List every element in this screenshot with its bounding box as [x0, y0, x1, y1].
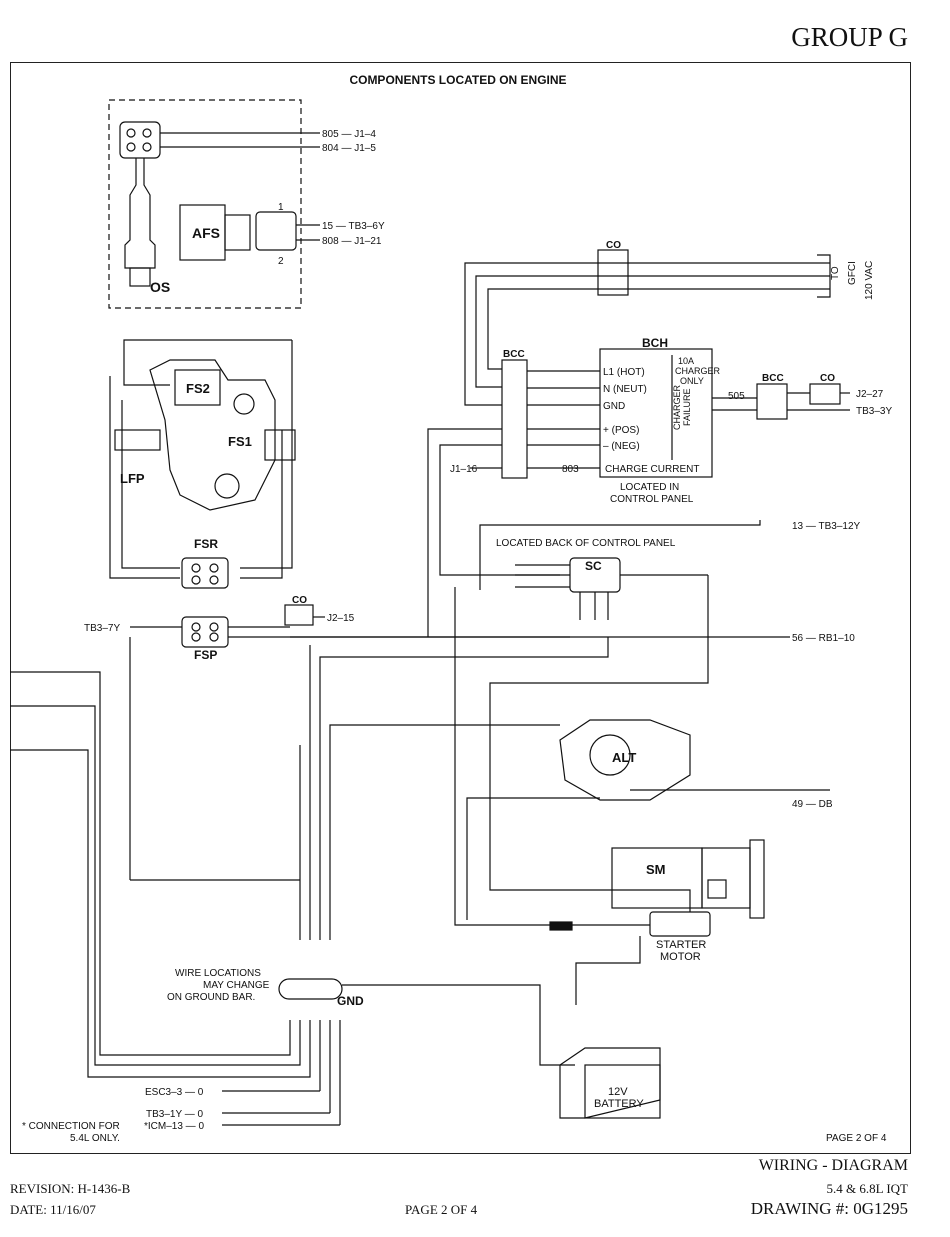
ground-bar: [278, 978, 343, 1000]
wire-803: 803: [562, 464, 579, 475]
gfci-label-1: TO: [830, 266, 841, 280]
icm-13-label: *ICM–13 — 0: [144, 1121, 204, 1132]
wire-805: 805 — J1–4: [322, 129, 376, 140]
revision-label: REVISION: H-1436-B: [10, 1181, 131, 1196]
gnd-terminal-label: GND: [603, 401, 625, 412]
battery-label-2: BATTERY: [594, 1098, 644, 1110]
drawing-frame: [10, 62, 911, 1154]
wire-locations-1: WIRE LOCATIONS: [175, 968, 261, 979]
starter-motor-label-1: STARTER: [656, 939, 706, 951]
connection-note-1: * CONNECTION FOR: [22, 1121, 120, 1132]
pin-2-label: 2: [278, 256, 284, 267]
group-title: GROUP G: [791, 22, 908, 52]
os-connector: [119, 121, 161, 159]
pin-1-label: 1: [278, 202, 284, 213]
tb3-3y-label: TB3–3Y: [856, 406, 892, 417]
page-inner-label: PAGE 2 OF 4: [826, 1133, 887, 1144]
sm-body: [611, 847, 703, 909]
starter-motor-label-2: MOTOR: [660, 951, 701, 963]
esc3-3-label: ESC3–3 — 0: [145, 1087, 204, 1098]
co-label-top: CO: [606, 240, 621, 251]
charge-current-label: CHARGE CURRENT: [605, 464, 699, 475]
charger-only-2: CHARGER: [675, 366, 721, 376]
afs-label: AFS: [192, 225, 220, 241]
fs2-label: FS2: [186, 381, 210, 396]
j2-15-label: J2–15: [327, 613, 355, 624]
wire-808: 808 — J1–21: [322, 236, 382, 247]
wire-15: 15 — TB3–6Y: [322, 221, 385, 232]
gfci-label-3: 120 VAC: [864, 261, 875, 300]
sm-label: SM: [646, 862, 666, 877]
bcc-label-right: BCC: [762, 373, 784, 384]
j2-27-label: J2–27: [856, 389, 884, 400]
fsr-connector: [181, 557, 229, 589]
date-label: DATE: 11/16/07: [10, 1202, 96, 1217]
sc-label: SC: [585, 559, 602, 573]
bch-box: [599, 348, 713, 478]
model-label: 5.4 & 6.8L IQT: [826, 1181, 908, 1196]
alt-label: ALT: [612, 750, 636, 765]
section-title: COMPONENTS LOCATED ON ENGINE: [349, 73, 566, 87]
neg-label: – (NEG): [603, 441, 640, 452]
pos-label: + (POS): [603, 425, 639, 436]
charger-failure-1: CHARGER: [672, 384, 682, 430]
db-label: 49 — DB: [792, 799, 833, 810]
bch-label: BCH: [642, 336, 668, 350]
bch-located-2: CONTROL PANEL: [610, 494, 694, 505]
fsp-connector: [181, 616, 229, 648]
l1-hot-label: L1 (HOT): [603, 367, 645, 378]
located-back-label: LOCATED BACK OF CONTROL PANEL: [496, 538, 676, 549]
charger-only-1: 10A: [678, 356, 694, 366]
connection-note-2: 5.4L ONLY.: [70, 1133, 120, 1144]
engine-box: [108, 99, 302, 309]
wire-505: 505: [728, 391, 745, 402]
drawing-number: DRAWING #: 0G1295: [750, 1199, 908, 1218]
gnd-label: GND: [337, 994, 364, 1008]
bch-located-1: LOCATED IN: [620, 482, 679, 493]
battery-label-1: 12V: [608, 1086, 628, 1098]
fsr-label: FSR: [194, 537, 218, 551]
page-footer: PAGE 2 OF 4: [405, 1202, 478, 1217]
co-label-fsp: CO: [292, 595, 307, 606]
co-label-right: CO: [820, 373, 835, 384]
os-label: OS: [150, 279, 170, 295]
wire-locations-3: ON GROUND BAR.: [167, 992, 255, 1003]
bcc-terminal: [501, 359, 528, 479]
charger-only-3: ONLY: [680, 376, 704, 386]
wire-804: 804 — J1–5: [322, 143, 376, 154]
gfci-label-2: GFCI: [847, 261, 858, 285]
fsp-label: FSP: [194, 648, 217, 662]
fs1-label: FS1: [228, 434, 252, 449]
charger-failure-2: FAILURE: [682, 388, 692, 426]
tb3-7y-label: TB3–7Y: [84, 623, 120, 634]
alt-body: [559, 719, 691, 801]
j1-16-label: J1–16: [450, 464, 478, 475]
tb3-12y-label: 13 — TB3–12Y: [792, 521, 861, 532]
wiring-diagram-title: WIRING - DIAGRAM: [758, 1157, 908, 1174]
wire-locations-2: MAY CHANGE: [203, 980, 270, 991]
lfp-label: LFP: [120, 471, 145, 486]
bcc-label: BCC: [503, 349, 525, 360]
co-block-top: [597, 249, 629, 296]
tb3-1y-label: TB3–1Y — 0: [146, 1109, 204, 1120]
fuel-system-body: [149, 359, 276, 511]
rb1-10-label: 56 — RB1–10: [792, 633, 855, 644]
n-neut-label: N (NEUT): [603, 384, 647, 395]
